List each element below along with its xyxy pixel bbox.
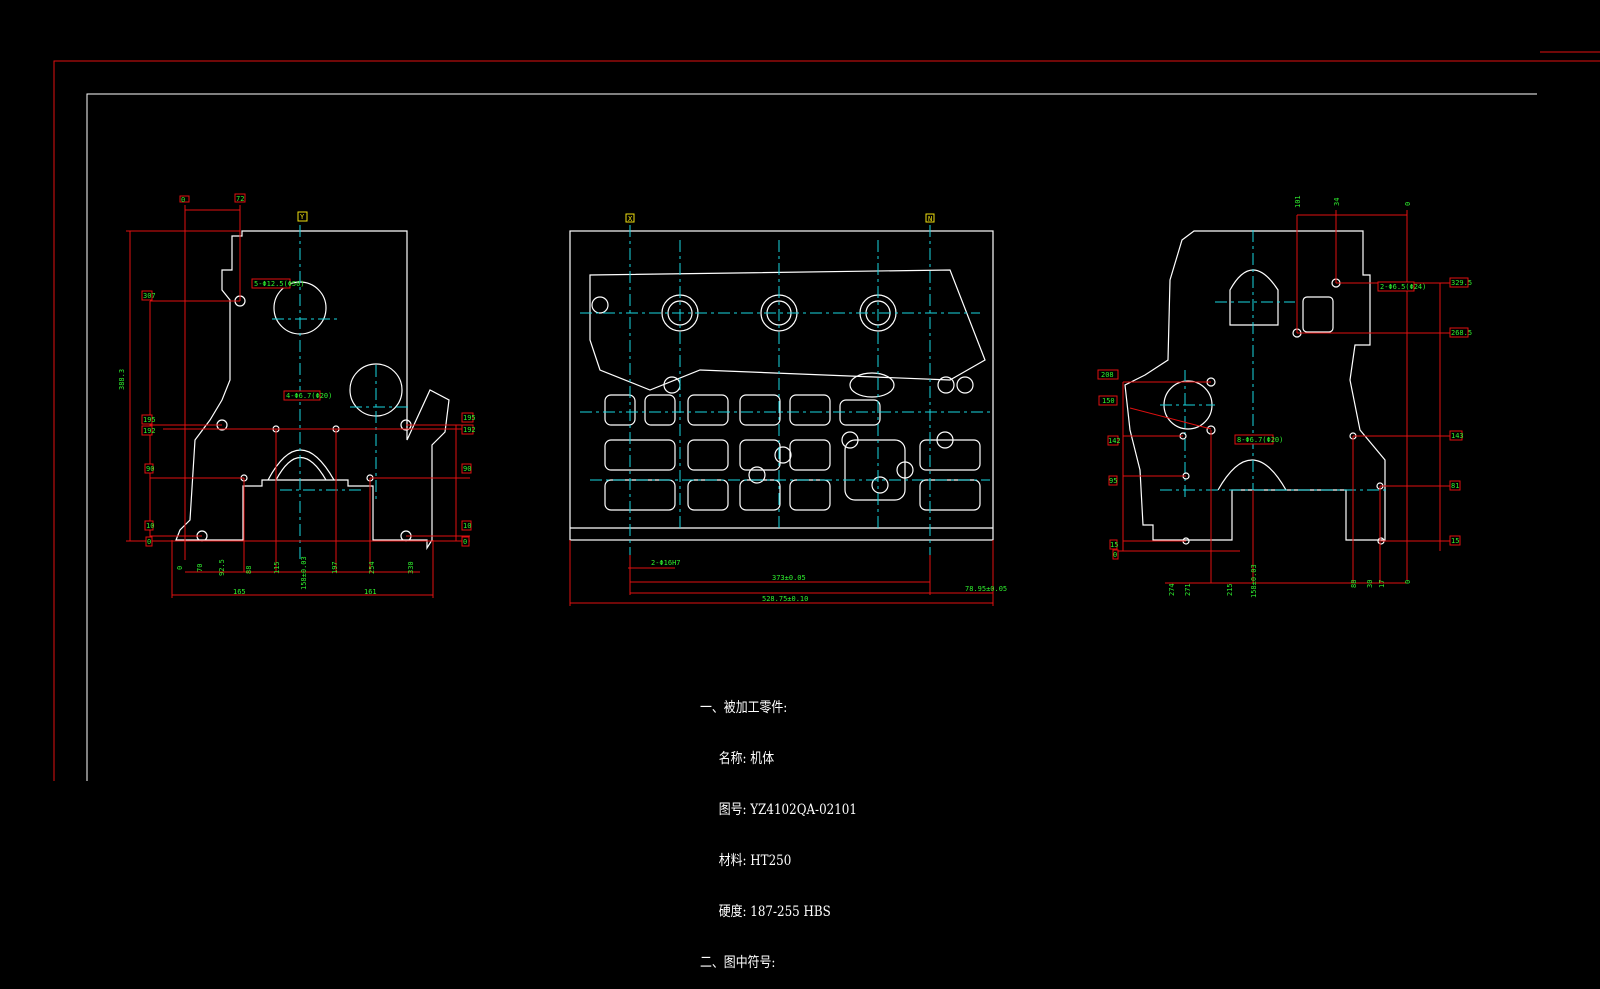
notes-section-1: 一、被加工零件: — [700, 700, 788, 716]
datum-y-label: Y — [300, 213, 305, 221]
dimension-label: 330 — [407, 561, 415, 574]
dimension-label: 215 — [1226, 583, 1234, 596]
dimension-label: 158±0.03 — [1250, 564, 1258, 598]
drawing-frame — [53, 51, 1600, 781]
dimension-label: 274 — [1168, 583, 1176, 596]
dimension-label: 92.5 — [218, 559, 226, 576]
part-name: 名称: 机体 — [718, 751, 775, 767]
dimension-label: 142 — [1108, 437, 1121, 445]
technical-notes: 一、被加工零件: 名称: 机体 图号: YZ4102QA-02101 材料: H… — [700, 666, 857, 989]
dimension-label: 307 — [143, 292, 156, 300]
dimension-label: 17 — [1378, 580, 1386, 588]
dimension-label: 143 — [1451, 432, 1464, 440]
dimension-label: 0 — [181, 196, 185, 204]
dimension-label: 10 — [463, 522, 471, 530]
dimension-label: 528.75±0.10 — [762, 595, 808, 603]
dimension-label: 254 — [368, 561, 376, 574]
dimension-label: 78.95±0.05 — [965, 585, 1007, 593]
dimension-label: 373±0.05 — [772, 574, 806, 582]
dimension-label: 165 — [233, 588, 246, 596]
dimension-label: 197 — [331, 561, 339, 574]
left-view: Y 5-Φ12.5(Φ50) 4-Φ6.7(Φ20) 388.3 307 195… — [118, 193, 476, 598]
dimension-label: 0 — [176, 566, 184, 570]
bottom-dims: 0 70 92.5 88 115 158±0.03 197 254 330 16… — [176, 556, 415, 596]
datum-x-label: X — [628, 215, 633, 223]
dimension-label: 90 — [146, 465, 154, 473]
dimension-label: 192 — [463, 426, 476, 434]
hole-callout: 4-Φ6.7(Φ20) — [286, 392, 332, 400]
dimension-label: 195 — [463, 414, 476, 422]
right-view-dims: 208 150 142 95 15 0 329.5 268.5 143 81 1… — [1097, 195, 1472, 598]
middle-view: X N 2-Φ16H7 373±0.05 78.95±0.05 528.75±0… — [569, 213, 1007, 606]
dimension-label: 101 — [1294, 195, 1302, 208]
cad-drawing-canvas: Y 5-Φ12.5(Φ50) 4-Φ6.7(Φ20) 388.3 307 195… — [53, 51, 1600, 781]
left-dims: 307 195 192 90 10 0 195 192 90 10 0 0 72 — [141, 193, 476, 547]
notes-section-2: 二、图中符号: — [700, 955, 776, 971]
dimension-label: 0 — [147, 538, 151, 546]
dimension-label: 10 — [146, 522, 154, 530]
hole-callout: 2-Φ16H7 — [651, 559, 681, 567]
dimension-label: 70 — [196, 564, 204, 572]
dimension-label: 88 — [1350, 580, 1358, 588]
dimension-label: 88 — [245, 566, 253, 574]
dimension-label: 95 — [1109, 477, 1117, 485]
dimension-label: 208 — [1101, 371, 1114, 379]
dimension-label: 158±0.03 — [300, 556, 308, 590]
dimension-label: 115 — [273, 561, 281, 574]
dimension-label: 90 — [463, 465, 471, 473]
dimension-label: 388.3 — [118, 369, 126, 390]
dimension-label: 161 — [364, 588, 377, 596]
dimension-label: 0 — [463, 538, 467, 546]
drawing-number: 图号: YZ4102QA-02101 — [718, 802, 857, 818]
dimension-label: 0 — [1113, 551, 1117, 559]
right-view: 8-Φ6.7(Φ20) 2-Φ6.5(Φ24) 208 150 142 95 1… — [1097, 195, 1472, 598]
dimension-label: 268.5 — [1451, 329, 1472, 337]
dimension-label: 81 — [1451, 482, 1459, 490]
hole-callout: 8-Φ6.7(Φ20) — [1237, 436, 1283, 444]
hardness: 硬度: 187-255 HBS — [718, 904, 831, 920]
dimension-label: 30 — [1366, 580, 1374, 588]
dimension-label: 0 — [1404, 580, 1412, 584]
material: 材料: HT250 — [718, 853, 792, 869]
dimension-label: 192 — [143, 427, 156, 435]
dimension-label: 150 — [1102, 397, 1115, 405]
dimension-label: 72 — [236, 195, 244, 203]
dimension-label: 329.5 — [1451, 279, 1472, 287]
dimension-label: 34 — [1333, 198, 1341, 206]
dimension-label: 0 — [1404, 202, 1412, 206]
hole-callout: 2-Φ6.5(Φ24) — [1380, 283, 1426, 291]
dimension-label: 271 — [1184, 583, 1192, 596]
hole-callout: 5-Φ12.5(Φ50) — [254, 280, 305, 288]
dimension-label: 15 — [1451, 537, 1459, 545]
datum-n-label: N — [928, 215, 932, 223]
dimension-label: 15 — [1110, 541, 1118, 549]
dimension-label: 195 — [143, 416, 156, 424]
